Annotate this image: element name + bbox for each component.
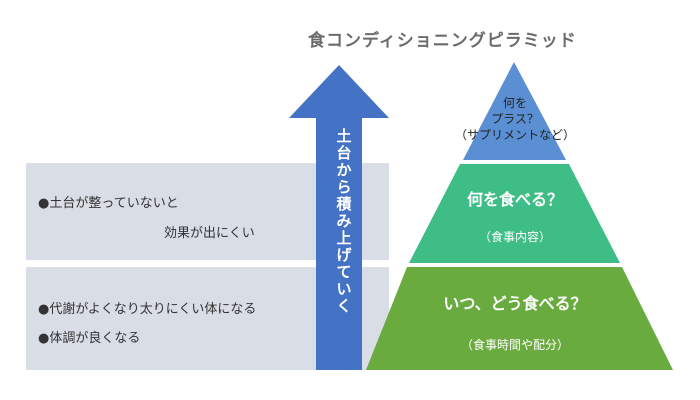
pyramid-middle-subtitle: （食事内容） <box>478 230 551 244</box>
pyramid-middle-title: 何を食べる？ <box>466 190 563 209</box>
build-up-arrow <box>289 65 389 370</box>
pyramid-bottom-title: いつ、どう食べる？ <box>443 294 587 313</box>
arrow-label: 土 台 か ら 積 み 上 げ て い く <box>336 127 352 315</box>
pyramid-tier-top <box>463 62 566 160</box>
pyramid-tier-middle <box>409 164 620 263</box>
pyramid-bottom-subtitle: （食事時間や配分） <box>460 338 569 352</box>
pyramid-top-text: 何を プラス？ （サプリメントなど） <box>454 96 575 142</box>
note-foundation-line2: 効果が出にくい <box>164 226 255 241</box>
note-foundation-line1: ●土台が整っていないと <box>38 196 179 211</box>
pyramid-tier-bottom <box>366 267 673 370</box>
diagram-title: 食コンディショニングピラミッド <box>308 31 577 51</box>
note-benefit-metabolism: ●代謝がよくなり太りにくい体になる <box>38 302 257 317</box>
note-benefit-condition: ●体調が良くなる <box>38 331 141 346</box>
